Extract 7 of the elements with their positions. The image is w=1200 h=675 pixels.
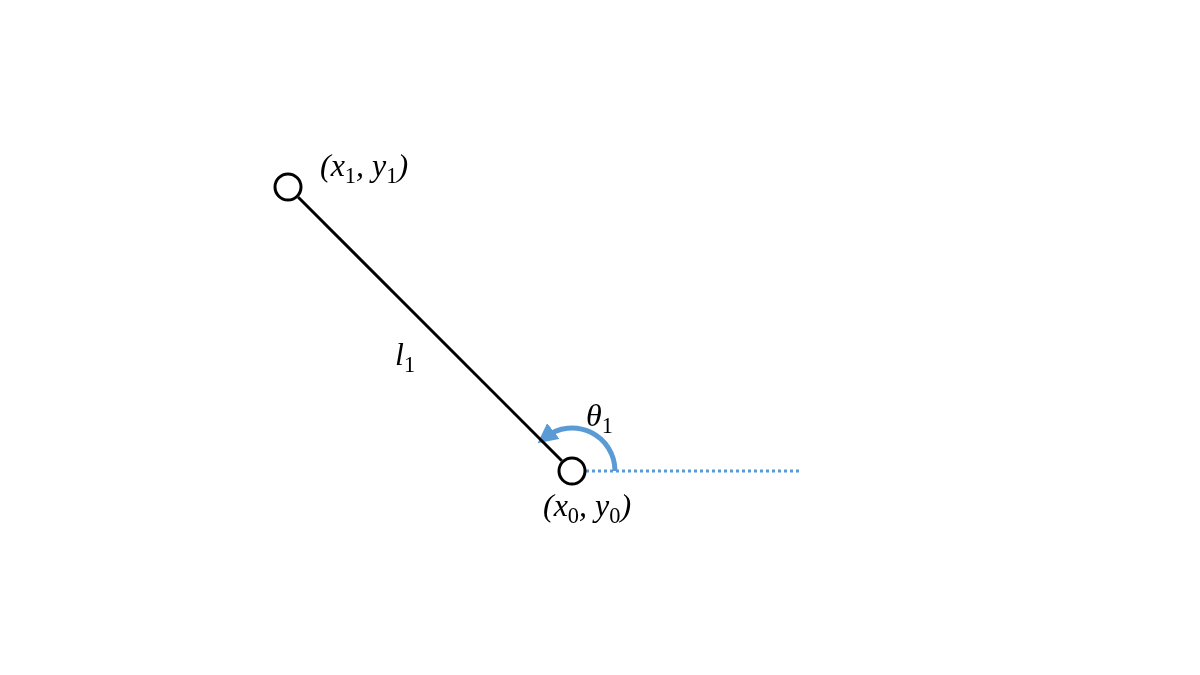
edge-label: l$_{1}$	[395, 337, 416, 379]
angle-label: θ$_{1}$	[586, 398, 613, 440]
coordinate-label: (x$_{1}$, y$_{1}$)	[320, 148, 409, 190]
coordinate-label: (x$_{0}$, y$_{0}$)	[543, 488, 632, 530]
joint-circle	[273, 172, 303, 202]
link-line	[297, 196, 563, 462]
joint-circle	[557, 456, 587, 486]
